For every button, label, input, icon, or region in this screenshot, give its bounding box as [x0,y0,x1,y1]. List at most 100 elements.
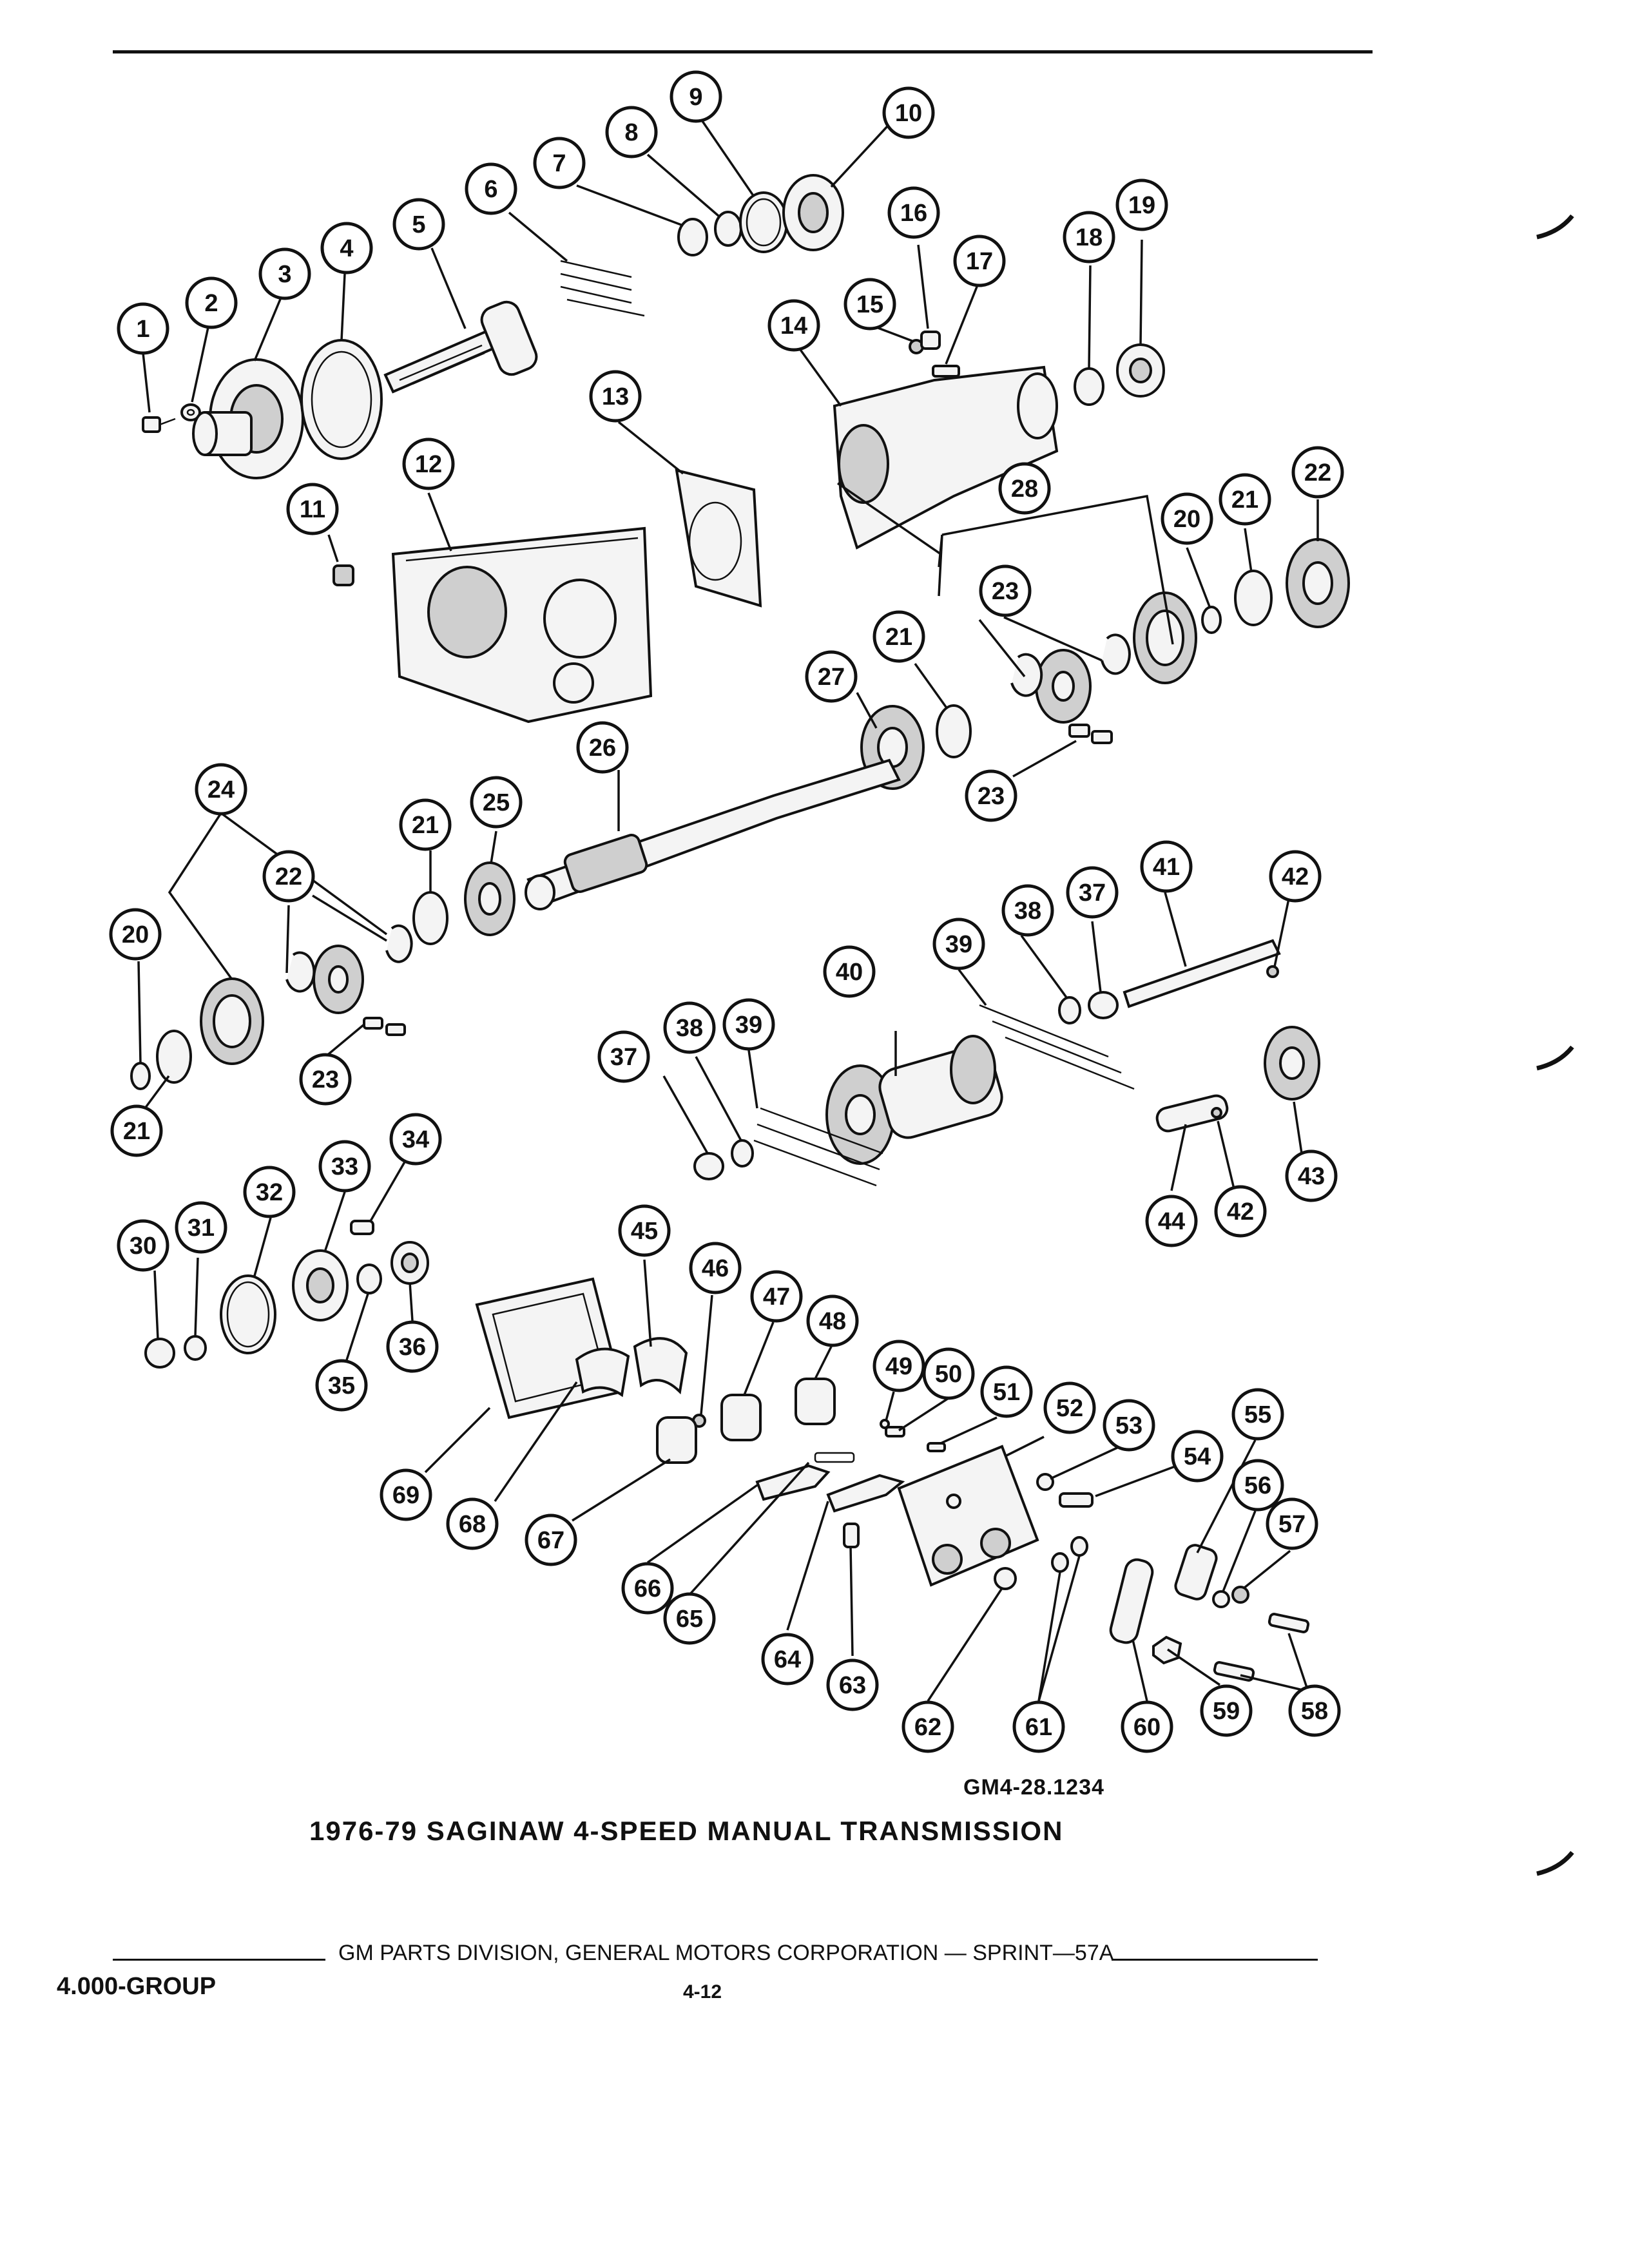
callout-label: 49 [885,1353,912,1380]
footer-rule-right [1112,1959,1318,1961]
callout-20: 20 [1161,492,1213,545]
callout-64: 64 [761,1633,814,1686]
callout-33: 33 [318,1140,371,1193]
part-21-blocker-ring-b [936,704,972,758]
callout-label: 11 [300,496,325,523]
callout-label: 21 [1231,486,1258,514]
callout-label: 28 [1011,476,1038,503]
footer-rule-left [113,1959,325,1961]
callout-55: 55 [1231,1388,1284,1441]
callout-label: 63 [839,1672,866,1699]
part-12-transmission-case [391,526,653,724]
callout-label: 23 [312,1066,339,1093]
callout-label: 30 [130,1233,157,1260]
callout-label: 3 [278,261,291,288]
callout-label: 39 [945,931,972,958]
part-34-clip [350,1220,374,1235]
part-19-oil-seal [1116,343,1165,398]
part-21-blocker-ring-d [156,1030,192,1084]
part-6-needle-rollers [560,260,645,317]
callout-65: 65 [663,1592,716,1645]
part-18-bushing [1074,367,1104,406]
part-8-snap-ring [714,211,742,247]
callout-label: 16 [900,200,927,227]
part-62-seal [994,1567,1017,1590]
callout-label: 35 [328,1372,355,1399]
callout-23: 23 [965,769,1017,822]
binder-mark-bottom [1536,1850,1574,1876]
callout-label: 67 [537,1527,564,1554]
callout-36: 36 [386,1320,439,1373]
callout-37: 37 [1066,866,1119,919]
part-67-shift-lever [656,1416,697,1464]
callout-label: 12 [415,451,442,478]
callout-26: 26 [576,721,629,774]
callout-48: 48 [806,1294,859,1347]
callout-label: 5 [412,211,425,238]
callout-label: 62 [914,1714,941,1741]
callout-5: 5 [392,198,445,251]
callout-66: 66 [621,1562,674,1615]
callout-8: 8 [605,106,658,159]
callout-54: 54 [1171,1430,1224,1483]
callout-10: 10 [882,86,935,139]
callout-label: 52 [1056,1395,1083,1422]
callout-label: 45 [631,1218,658,1245]
callout-label: 68 [459,1511,486,1538]
callout-22: 22 [1291,446,1344,499]
callout-41: 41 [1140,840,1193,893]
part-29-gear [1286,538,1350,628]
callout-2: 2 [185,276,238,329]
callout-numbers: 1234567891011121314151617181920212223282… [109,70,1344,1753]
part-58-bolt-a [1268,1613,1310,1633]
callout-30: 30 [117,1219,169,1272]
part-21-blocker-ring-a [1234,570,1273,626]
part-26-main-shaft [525,758,901,910]
callout-23: 23 [299,1053,352,1106]
callout-32: 32 [243,1166,296,1218]
callout-37: 37 [597,1030,650,1083]
callout-label: 22 [275,863,302,890]
callout-label: 20 [122,921,149,948]
part-32-snap-ring [220,1274,276,1354]
part-10-bearing [782,174,844,251]
callout-67: 67 [525,1514,577,1566]
callout-6: 6 [465,162,517,215]
callout-40: 40 [823,945,876,998]
callout-42: 42 [1214,1185,1267,1238]
callout-4: 4 [320,222,373,274]
callout-47: 47 [750,1270,803,1323]
callout-label: 38 [1014,898,1041,925]
part-31-washer [184,1335,207,1361]
callout-28: 28 [998,462,1051,515]
callout-label: 51 [993,1379,1020,1406]
callout-57: 57 [1266,1497,1318,1550]
callout-label: 39 [735,1012,762,1039]
footer-publisher-line: GM PARTS DIVISION, GENERAL MOTORS CORPOR… [338,1941,1114,1965]
callout-63: 63 [826,1658,879,1711]
callout-label: 55 [1244,1401,1271,1428]
callout-21: 21 [399,798,452,851]
part-20-snap-ring-b [130,1062,151,1090]
callout-label: 56 [1244,1472,1271,1499]
part-38-spacer-b [1058,996,1081,1024]
callout-39: 39 [722,998,775,1051]
callout-label: 7 [552,150,566,177]
callout-label: 22 [1304,459,1331,486]
callout-label: 15 [856,291,883,318]
callout-label: 60 [1133,1714,1161,1741]
callout-20: 20 [109,908,162,961]
callout-label: 44 [1158,1208,1185,1235]
part-49-ball [880,1419,890,1429]
part-39-needle-rollers-a [753,1107,883,1187]
callout-7: 7 [533,137,586,189]
part-37-thrust-washer-a [693,1152,724,1180]
callout-label: 13 [602,383,629,410]
callout-label: 50 [935,1361,962,1388]
part-4-gasket [300,339,383,460]
part-28-synchronizer [1010,591,1197,724]
callout-3: 3 [258,247,311,300]
part-7-washer [677,218,708,256]
callout-label: 6 [484,176,497,203]
